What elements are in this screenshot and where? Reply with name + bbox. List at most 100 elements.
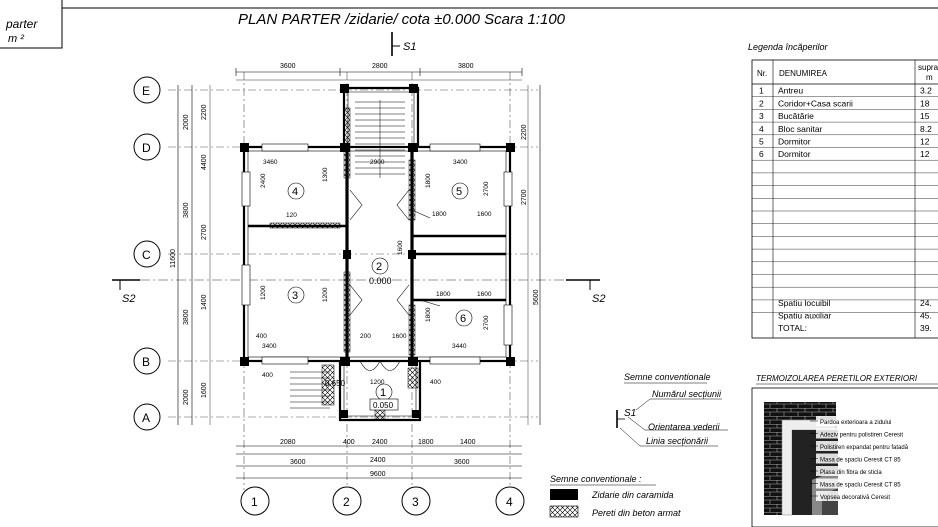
svg-text:400: 400	[262, 372, 273, 379]
axis-grid-lines	[168, 72, 538, 490]
svg-text:2400: 2400	[370, 457, 386, 464]
svg-text:2000: 2000	[183, 114, 190, 130]
svg-text:2700: 2700	[521, 189, 528, 205]
svg-text:S2: S2	[122, 293, 135, 305]
legend-row-nr: 5	[759, 137, 764, 147]
svg-text:2400: 2400	[260, 173, 267, 188]
legend-row-area: 12	[920, 137, 930, 147]
legend-row-name: Bloc sanitar	[778, 124, 823, 134]
page-title: PLAN PARTER /zidarie/ cota ±0.000 Scara …	[238, 11, 566, 28]
room-labels: 4 5 2 0.000 3 6 1 0.050	[287, 182, 473, 411]
room-level-2: 0.000	[369, 276, 392, 286]
bottom-dimensions: 2080 400 2400 1800 1400 2400 3600 3600 9…	[236, 439, 522, 479]
svg-text:3600: 3600	[290, 459, 306, 466]
legend-row-nr: 3	[759, 111, 764, 121]
svg-text:1600: 1600	[201, 382, 208, 398]
conventions-title: Semne conventionale	[624, 372, 711, 382]
svg-text:200: 200	[360, 333, 371, 340]
insulation-layer-bg	[816, 466, 938, 476]
legend-header-name: DENUMIREA	[779, 69, 828, 78]
legend-row-name: Bucătărie	[778, 111, 814, 121]
axis-label-2: 2	[343, 495, 350, 509]
conventions-marker: S1	[624, 408, 636, 419]
svg-text:1800: 1800	[418, 439, 434, 446]
insulation-layer-bg	[816, 441, 938, 451]
axis-label-c: C	[142, 248, 151, 262]
stair-level: 0.650	[325, 379, 346, 388]
svg-text:120: 120	[286, 212, 297, 219]
legend-row-area: 8.2	[920, 124, 932, 134]
svg-text:1600: 1600	[477, 291, 492, 298]
legend-row-name: Dormitor	[778, 149, 811, 159]
svg-text:1400: 1400	[460, 439, 476, 446]
insulation-layer-label: Polistiren expandat pentru fatadă	[820, 445, 909, 451]
conventions-item-section-number: Numărul secțiunii	[652, 389, 722, 399]
legend-row-nr: 2	[759, 98, 764, 108]
legend-total-area: 24.	[920, 298, 932, 308]
conventions-section: Semne conventionale S1 Numărul secțiunii…	[616, 372, 728, 447]
insulation-layer-label: Masa de spaclu Ceresit CT 85	[820, 458, 901, 464]
corner-note-line1: parter	[5, 17, 38, 31]
svg-text:2400: 2400	[372, 439, 388, 446]
svg-text:2800: 2800	[372, 63, 388, 70]
legend-row-area: 15	[920, 111, 930, 121]
axis-label-4: 4	[506, 495, 513, 509]
insulation-layer-bg	[816, 453, 938, 464]
room-number-5: 5	[456, 186, 462, 198]
legend-row-area: 12	[920, 149, 930, 159]
legend-total-name: Spatiu auxiliar	[778, 311, 832, 321]
svg-text:2700: 2700	[201, 224, 208, 240]
svg-text:1600: 1600	[397, 240, 404, 255]
section-marker-s1: S1	[391, 32, 416, 56]
legend-total-name: Spatiu locuibil	[778, 298, 831, 308]
legend-row-name: Antreu	[778, 86, 803, 96]
material-item-brick: Zidarie din caramida	[591, 490, 674, 500]
svg-text:1800: 1800	[436, 291, 451, 298]
svg-text:9600: 9600	[370, 471, 386, 478]
svg-text:m: m	[926, 73, 933, 82]
insulation-layer-label: Pardoa exterioara a zidului	[820, 420, 891, 426]
inner-dimensions: 3460 3400 2900 3400 3440 1800 1600 1800 …	[256, 159, 492, 386]
svg-text:400: 400	[256, 333, 267, 340]
svg-text:3600: 3600	[280, 63, 296, 70]
room-legend: Legenda încăperilor Nr. DENUMIREA supra …	[748, 42, 938, 339]
axis-label-e: E	[142, 84, 150, 98]
insulation-layer-bg	[816, 478, 938, 489]
room-number-2: 2	[376, 261, 382, 273]
svg-text:1200: 1200	[322, 287, 329, 302]
svg-text:3600: 3600	[454, 459, 470, 466]
room-number-1: 1	[380, 387, 386, 399]
svg-text:2080: 2080	[280, 439, 296, 446]
svg-text:1800: 1800	[425, 173, 432, 188]
concrete-walls	[269, 107, 419, 421]
svg-text:3400: 3400	[453, 159, 468, 166]
insulation-layer-label: Vopsea decorativă Ceresit	[820, 495, 890, 501]
axis-label-b: B	[142, 355, 150, 369]
insulation-layer-label: Masa de spaclu Ceresit CT 85	[820, 483, 901, 489]
svg-text:2200: 2200	[521, 124, 528, 140]
room-number-6: 6	[460, 313, 466, 325]
room-number-4: 4	[292, 186, 298, 198]
doors	[349, 189, 441, 371]
insulation-layer-label: Adeziv pentru polistiren Ceresit	[820, 433, 903, 439]
room-number-3: 3	[292, 290, 298, 302]
insulation-detail: TERMOIZOLAREA PERETILOR EXTERIORI Pardoa…	[751, 374, 938, 527]
svg-text:1600: 1600	[477, 211, 492, 218]
svg-text:1800: 1800	[425, 307, 432, 322]
insulation-layer-bg	[816, 428, 938, 439]
svg-text:3460: 3460	[263, 159, 278, 166]
legend-row-name: Coridor+Casa scarii	[778, 98, 853, 108]
svg-text:1400: 1400	[201, 294, 208, 310]
windows	[241, 143, 513, 365]
axis-label-d: D	[142, 141, 151, 155]
legend-total-name: TOTAL:	[778, 323, 807, 333]
axis-label-a: A	[142, 411, 150, 425]
svg-text:2200: 2200	[201, 104, 208, 120]
row-axis-labels: E D C B A	[133, 76, 161, 431]
section-marker-s2-right: S2	[566, 279, 605, 305]
section-marker-s2-left: S2	[112, 279, 140, 305]
insulation-layer-bg	[816, 491, 938, 501]
legend-header-area: supra	[918, 63, 938, 72]
brick-swatch	[550, 489, 578, 500]
